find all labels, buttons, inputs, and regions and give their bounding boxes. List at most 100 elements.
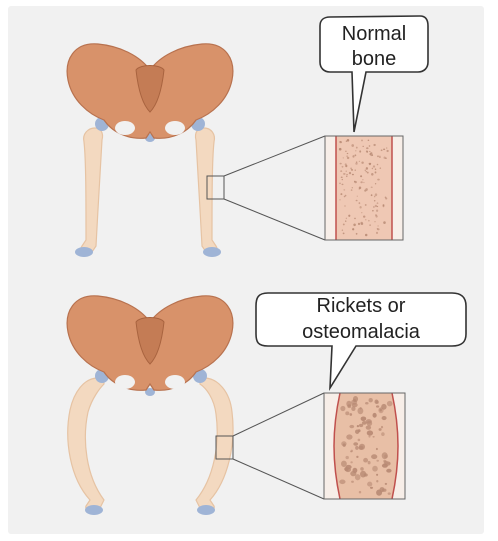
rickets-bone-pore [367,482,372,487]
normal-bone-pore [343,173,346,175]
rickets-bone-pore [386,469,391,473]
normal-bone-pore [361,161,363,163]
rickets-bone-pore [360,407,362,409]
normal-bone-pore [365,234,367,237]
rickets-bone-pore [369,398,373,402]
normal-bone-pore [351,169,353,171]
normal-bone-pore [360,222,363,224]
rickets-bone-pore [382,464,388,468]
rickets-bone-pore [376,480,378,482]
rickets-bone-pore [345,467,351,472]
normal-bone-pore [384,157,386,159]
normal-bone-pore [376,210,378,212]
normal-bone-pore [352,174,354,176]
normal-bone-pore [339,148,342,151]
rickets-bone-pore [350,461,352,463]
rickets-bone-pore [359,424,363,427]
rickets-bone-pore [372,466,378,472]
rickets-bone-pore [381,432,385,436]
normal-bone-pore [359,161,360,162]
normal-bone-pore [351,144,354,147]
normal-bone-pore [385,198,387,200]
rickets-bone-pore [365,402,369,405]
normal-bone-pore [377,228,378,229]
normal-bone-pore [355,154,357,156]
normal-bone-pore [341,177,343,179]
rickets-bone-pore [359,491,361,494]
normal-bone-pore [343,223,345,225]
rickets-bone-pore [376,448,378,450]
rickets-bone-pore [358,439,361,442]
rickets-right-obturator [165,375,185,389]
rickets-bone-pore [388,492,391,495]
rickets-bone-pore [355,446,359,450]
normal-bone-label-line2: bone [352,48,397,70]
normal-bone-pore [346,218,347,219]
normal-bone-pore [385,197,387,198]
rickets-bone-pore [373,413,377,418]
rickets-bone-pore [356,456,358,458]
normal-bone-pore [347,157,349,159]
rickets-bone-pore [362,421,367,425]
normal-bone-pore [349,172,351,174]
normal-bone-pore [377,225,378,226]
rickets-bone-pore [360,471,366,478]
normal-bone-pore [366,171,368,172]
normal-bone-pore [355,163,357,165]
normal-bone-pore [377,155,379,157]
normal-bone-pore [347,139,349,142]
rickets-bone-pore [341,461,347,467]
normal-bone-pore [363,182,364,183]
rickets-left-obturator [115,375,135,389]
rickets-bone-pore [382,416,387,420]
normal-bone-label-line1: Normal [342,23,406,45]
rickets-right-foot-cartilage [197,505,215,515]
normal-bone-pore [355,170,356,171]
normal-bone-pore [366,167,368,170]
normal-bone-pore [348,215,350,217]
rickets-bone-pore [352,403,358,408]
rickets-bone-pore [367,421,373,426]
normal-bone-pore [339,182,341,184]
normal-bone-pore [361,139,363,141]
normal-bone-pore [346,176,347,178]
normal-bone-pore [345,163,347,165]
rickets-bone-pore [357,425,359,427]
rickets-left-foot-cartilage [85,505,103,515]
rickets-bone-pore [372,436,374,438]
normal-bone-pore [362,179,363,180]
normal-bone-pore [377,179,380,181]
normal-bone-pore [359,202,361,204]
rickets-bone-pore [376,474,378,476]
normal-bone-pore [340,193,342,195]
normal-bone-pore [363,216,365,218]
normal-bone-pore [352,155,354,158]
normal-bone-pore [362,146,364,147]
normal-bone-pore [342,184,344,186]
normal-bone-pore [373,165,375,167]
normal-bone-pore [369,151,370,152]
rickets-label-line1: Rickets or [317,295,406,317]
normal-bone-pore [352,187,353,188]
normal-bone-pore [375,168,377,170]
normal-bone-pore [376,232,378,234]
normal-bone-pore [358,223,360,225]
normal-bone-pore [368,140,370,141]
rickets-bone-pore [376,405,379,407]
rickets-bone-pore [343,443,346,446]
rickets-bone-pore [351,481,354,483]
normal-bone-pore [339,141,342,143]
rickets-bone-pore [360,467,364,471]
rickets-bone-pore [340,406,345,411]
normal-bone-pore [366,151,368,153]
rickets-bone-pore [363,458,368,463]
normal-bone-pore [371,186,373,188]
rickets-bone-pore [385,483,387,485]
rickets-bone-pore [370,487,373,489]
normal-bone-pore [380,167,381,169]
rickets-bone-pore [375,399,379,403]
rickets-bone-pore [353,396,358,402]
normal-bone-pore [356,161,358,163]
normal-bone-pore [352,228,354,230]
